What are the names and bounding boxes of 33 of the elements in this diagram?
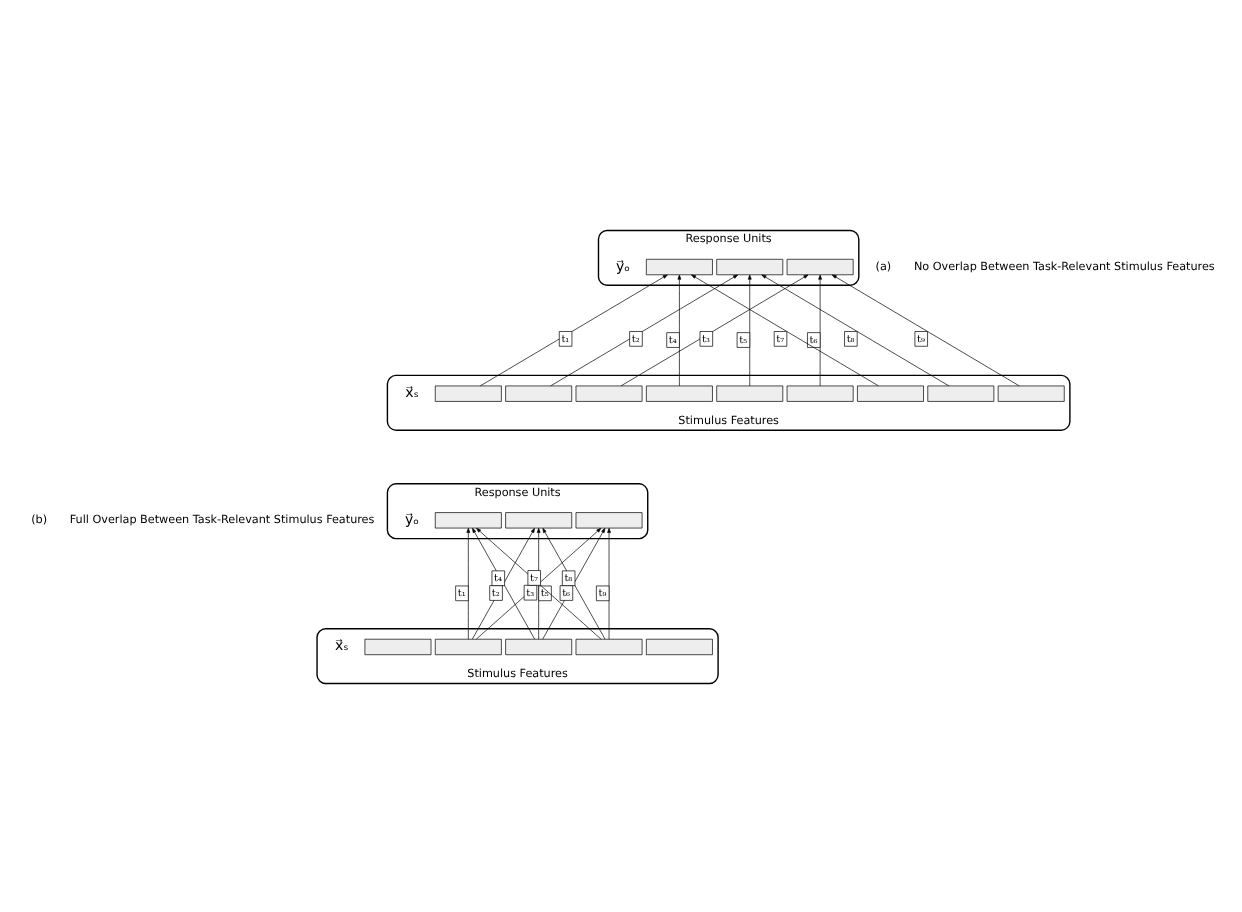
arrow <box>831 273 1020 386</box>
node-box <box>505 511 573 528</box>
node-box <box>997 384 1065 401</box>
arrow <box>479 273 668 386</box>
node-box <box>716 384 784 401</box>
arrow <box>550 273 739 386</box>
node-box <box>646 384 713 401</box>
node-box <box>646 257 713 275</box>
node-box <box>505 384 573 401</box>
node-box <box>505 637 573 655</box>
arrow <box>761 273 950 386</box>
node-box <box>434 384 502 401</box>
arrow <box>691 273 879 386</box>
node-box <box>646 637 713 655</box>
arrow <box>607 527 611 639</box>
arrow <box>620 273 809 386</box>
node-box <box>927 384 995 401</box>
node-box <box>434 511 502 528</box>
arrow <box>542 527 606 639</box>
node-box <box>434 637 502 655</box>
node-box <box>575 384 643 401</box>
node-box <box>716 257 784 275</box>
node-box <box>364 637 432 655</box>
arrow <box>747 273 752 386</box>
node-box <box>786 257 854 275</box>
arrow <box>466 527 471 639</box>
node-box <box>575 511 643 528</box>
arrow <box>818 273 822 386</box>
arrow <box>536 527 541 639</box>
node-box <box>857 384 924 401</box>
node-box <box>575 637 643 655</box>
arrow <box>677 273 682 386</box>
node-box <box>786 384 854 401</box>
